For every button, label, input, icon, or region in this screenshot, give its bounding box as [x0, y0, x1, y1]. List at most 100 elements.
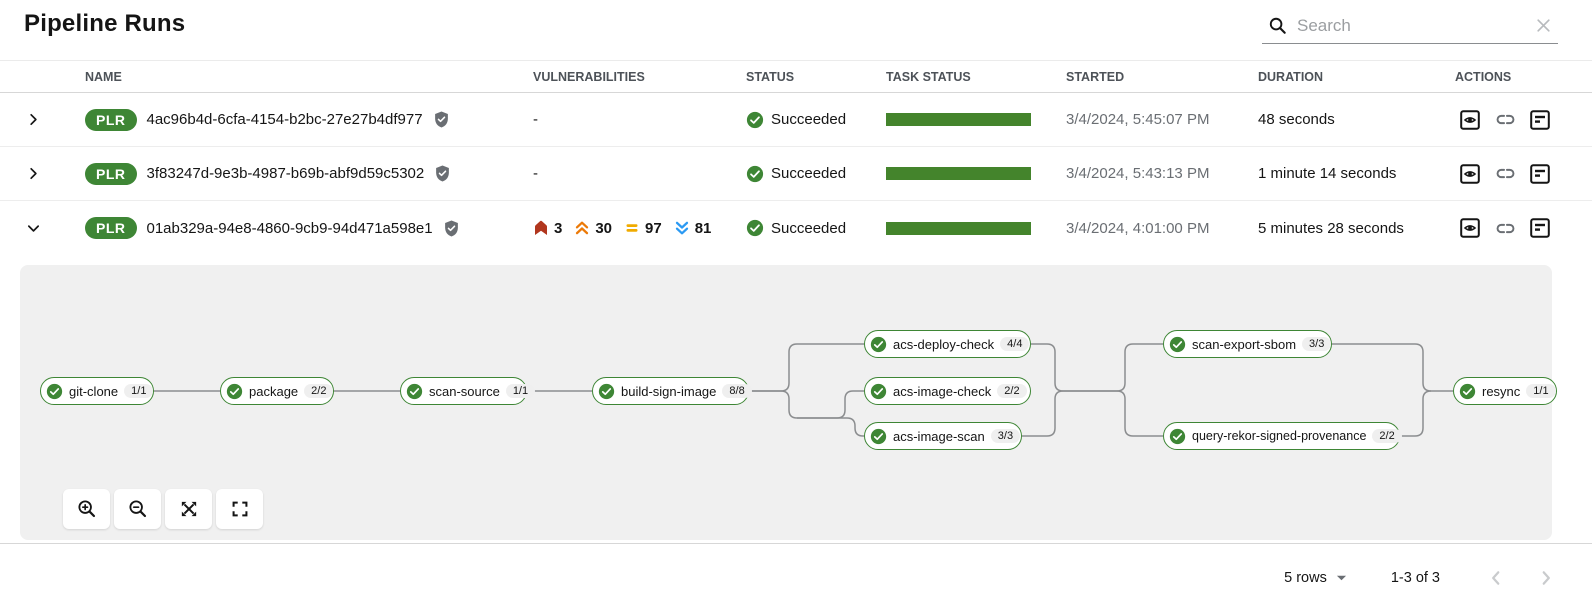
status-label: Succeeded: [771, 165, 847, 182]
task-succeeded-icon: [226, 383, 243, 400]
copy-link-button[interactable]: [1494, 217, 1516, 239]
table-row: PLR 3f83247d-9e3b-4987-b69b-abf9d59c5302…: [0, 147, 1592, 201]
severity-low: 81: [674, 220, 711, 237]
succeeded-check-icon: [746, 219, 764, 237]
col-duration: DURATION: [1258, 69, 1324, 84]
task-label: query-rekor-signed-provenance: [1192, 429, 1367, 443]
pipeline-connectors: [154, 343, 1453, 437]
task-status-bar: [886, 113, 1031, 126]
task-step-count: 3/3: [1302, 337, 1332, 351]
signed-shield-icon: [443, 220, 460, 237]
medium-severity-icon: [624, 220, 640, 236]
link-icon: [1494, 217, 1517, 240]
critical-severity-icon: [533, 220, 549, 236]
task-step-count: 1/1: [505, 384, 536, 398]
medium-count: 97: [645, 219, 662, 237]
run-name-link[interactable]: 4ac96b4d-6cfa-4154-b2bc-27e27b4df977: [146, 111, 423, 128]
rows-per-page-select[interactable]: 5 rows: [1284, 570, 1347, 586]
pipeline-node-acs-image-check[interactable]: acs-image-check 2/2: [864, 377, 1031, 405]
chevron-right-icon: [26, 112, 41, 127]
graph-controls: [63, 489, 263, 529]
collapse-toggle[interactable]: [22, 217, 44, 239]
run-name-link[interactable]: 3f83247d-9e3b-4987-b69b-abf9d59c5302: [146, 165, 425, 182]
task-step-count: 1/1: [124, 384, 154, 398]
task-label: resync: [1482, 383, 1521, 399]
clear-search-icon[interactable]: [1535, 17, 1552, 34]
pipeline-node-git-clone[interactable]: git-clone 1/1: [40, 377, 154, 405]
signed-shield-icon: [433, 111, 450, 128]
task-label: acs-image-scan: [893, 428, 985, 444]
task-succeeded-icon: [46, 383, 63, 400]
view-run-button[interactable]: [1459, 217, 1481, 239]
succeeded-check-icon: [746, 111, 764, 129]
pipeline-node-acs-image-scan[interactable]: acs-image-scan 3/3: [864, 422, 1022, 450]
view-run-button[interactable]: [1459, 163, 1481, 185]
high-severity-icon: [574, 220, 590, 236]
severity-critical: 3: [533, 220, 562, 237]
expand-toggle[interactable]: [22, 163, 44, 185]
expand-toggle[interactable]: [22, 109, 44, 131]
table-row: PLR 4ac96b4d-6cfa-4154-b2bc-27e27b4df977…: [0, 93, 1592, 147]
task-label: build-sign-image: [621, 383, 717, 399]
copy-link-button[interactable]: [1494, 163, 1516, 185]
task-label: acs-deploy-check: [893, 336, 995, 352]
view-run-button[interactable]: [1459, 109, 1481, 131]
pipeline-node-query-rekor-signed-provenance[interactable]: query-rekor-signed-provenance 2/2: [1163, 422, 1402, 450]
table-row: PLR 01ab329a-94e8-4860-9cb9-94d471a598e1…: [0, 201, 1592, 255]
plr-badge: PLR: [85, 108, 137, 131]
link-icon: [1494, 162, 1517, 185]
previous-page-button[interactable]: [1484, 566, 1508, 590]
task-step-count: 1/1: [1526, 384, 1556, 398]
col-started: STARTED: [1066, 69, 1125, 84]
pagination-footer: 5 rows 1-3 of 3: [1284, 558, 1558, 598]
task-label: scan-export-sbom: [1192, 336, 1297, 352]
rows-per-page-value: 5 rows: [1284, 570, 1327, 586]
page-range: 1-3 of 3: [1390, 570, 1440, 586]
view-logs-button[interactable]: [1529, 163, 1551, 185]
link-icon: [1494, 108, 1517, 131]
status-label: Succeeded: [771, 219, 847, 237]
logs-icon: [1529, 217, 1551, 239]
vulnerabilities-empty: -: [533, 165, 538, 182]
task-step-count: 2/2: [997, 384, 1027, 398]
task-status-bar: [886, 167, 1031, 180]
pipeline-node-build-sign-image[interactable]: build-sign-image 8/8: [592, 377, 752, 405]
fullscreen-button[interactable]: [216, 489, 263, 529]
plr-badge: PLR: [85, 217, 137, 239]
task-step-count: 2/2: [304, 384, 334, 398]
status-label: Succeeded: [771, 111, 847, 128]
critical-count: 3: [554, 219, 563, 237]
view-logs-button[interactable]: [1529, 217, 1551, 239]
duration: 1 minute 14 seconds: [1258, 165, 1397, 182]
fit-to-screen-button[interactable]: [165, 489, 212, 529]
run-name-link[interactable]: 01ab329a-94e8-4860-9cb9-94d471a598e1: [146, 219, 433, 237]
copy-link-button[interactable]: [1494, 109, 1516, 131]
started-timestamp: 3/4/2024, 5:43:13 PM: [1066, 165, 1210, 182]
pipeline-node-scan-source[interactable]: scan-source 1/1: [400, 377, 536, 405]
col-name: NAME: [85, 69, 122, 84]
next-page-button[interactable]: [1534, 566, 1558, 590]
signed-shield-icon: [434, 165, 451, 182]
zoom-in-button[interactable]: [63, 489, 110, 529]
fullscreen-icon: [229, 498, 251, 520]
pipeline-node-resync[interactable]: resync 1/1: [1453, 377, 1557, 405]
task-step-count: 3/3: [990, 429, 1021, 443]
view-logs-button[interactable]: [1529, 109, 1551, 131]
task-step-count: 4/4: [1000, 337, 1030, 351]
low-severity-icon: [674, 220, 690, 236]
chevron-right-icon: [1537, 569, 1555, 587]
eye-icon: [1459, 109, 1481, 131]
col-task-status: TASK STATUS: [886, 69, 971, 84]
col-actions: ACTIONS: [1455, 69, 1512, 84]
zoom-out-button[interactable]: [114, 489, 161, 529]
pipeline-node-acs-deploy-check[interactable]: acs-deploy-check 4/4: [864, 330, 1031, 358]
severity-medium: 97: [624, 220, 662, 237]
pipeline-node-scan-export-sbom[interactable]: scan-export-sbom 3/3: [1163, 330, 1332, 358]
task-label: scan-source: [429, 383, 500, 399]
pipeline-node-package[interactable]: package 2/2: [220, 377, 334, 405]
page-title: Pipeline Runs: [24, 10, 186, 37]
search-input[interactable]: [1297, 15, 1525, 36]
started-timestamp: 3/4/2024, 5:45:07 PM: [1066, 111, 1210, 128]
zoom-out-icon: [127, 498, 149, 520]
